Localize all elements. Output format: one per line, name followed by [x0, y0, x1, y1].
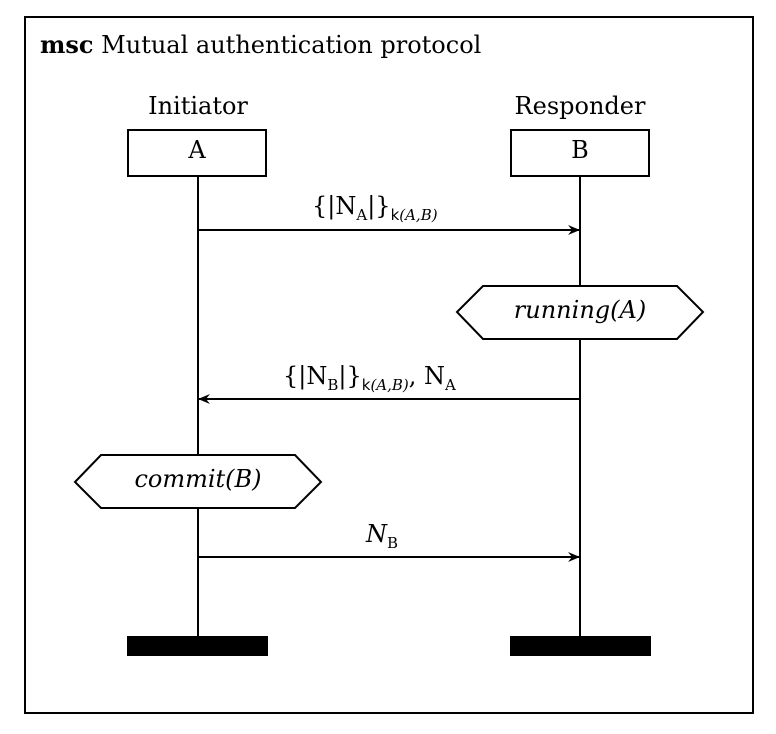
message-2-sub: B [327, 376, 339, 394]
instance-name-a: A [188, 136, 206, 164]
message-2-key-args: (A,B) [370, 376, 409, 394]
message-label-3: NB [366, 520, 398, 552]
instance-role-responder: Responder [514, 92, 646, 120]
message-1-key-args: (A,B) [399, 206, 438, 224]
action-label-running: running(A) [513, 296, 647, 324]
message-2-tail: , N [408, 362, 446, 390]
action-label-commit: commit(B) [134, 465, 262, 493]
diagram-title: msc Mutual authentication protocol [40, 30, 481, 59]
message-label-2: {|NB|}k(A,B), NA [283, 362, 456, 394]
instance-role-initiator: Initiator [148, 92, 248, 120]
instance-head-b [510, 129, 650, 177]
action-hexagon-running [455, 285, 705, 340]
message-1-main: {|N [312, 192, 357, 220]
message-label-1: {|NA|}k(A,B) [312, 192, 438, 224]
message-1-sub: A [356, 206, 368, 224]
instance-name-b: B [571, 136, 589, 164]
message-1-key: k [390, 206, 400, 224]
message-3-sub: B [387, 534, 399, 552]
message-1-close: |} [367, 192, 391, 220]
instance-head-a [127, 129, 267, 177]
instance-end-b [510, 636, 651, 656]
message-2-close: |} [338, 362, 362, 390]
instance-end-a [127, 636, 268, 656]
action-hexagon-commit [73, 454, 323, 509]
diagram-title-text: Mutual authentication protocol [101, 31, 482, 59]
msc-keyword: msc [40, 30, 94, 59]
message-3-main: N [366, 520, 387, 548]
message-2-key: k [361, 376, 371, 394]
message-2-tail-sub: A [445, 376, 456, 394]
msc-frame [24, 16, 754, 714]
message-2-main: {|N [283, 362, 328, 390]
